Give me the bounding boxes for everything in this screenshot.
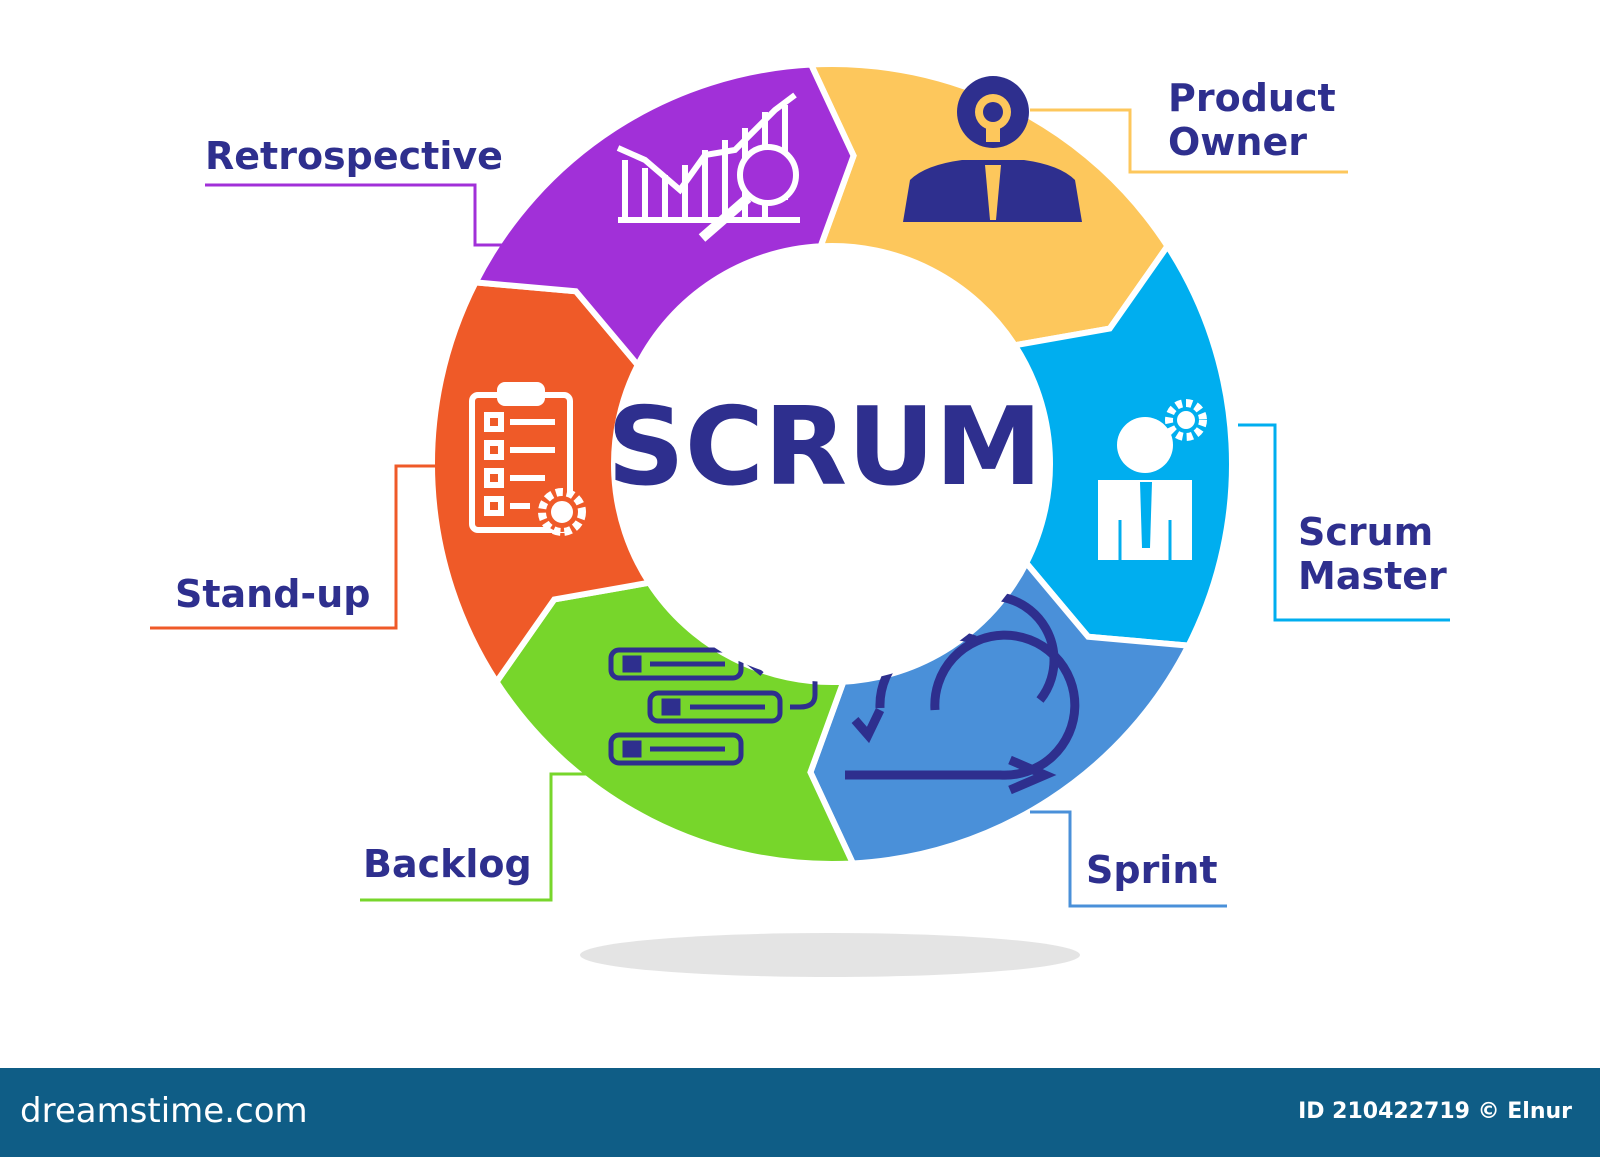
diagram-title: SCRUM xyxy=(607,385,1043,510)
clipboard-checklist-icon xyxy=(469,382,586,536)
connector-sprint xyxy=(1030,810,1227,908)
label-scrum-master: Scrum Master xyxy=(1298,510,1447,598)
label-retrospective: Retrospective xyxy=(205,134,503,178)
connector-backlog xyxy=(360,772,590,902)
connector-retrospective xyxy=(205,183,510,247)
connector-scrum-master xyxy=(1238,423,1450,622)
label-backlog: Backlog xyxy=(363,842,532,886)
floor-shadow xyxy=(580,933,1080,977)
watermark-footer: dreamstime.com ID 210422719 © Elnur xyxy=(0,1068,1600,1157)
connector-product-owner xyxy=(1030,108,1348,174)
label-product-owner: Product Owner xyxy=(1168,76,1336,164)
chart-magnifier-icon xyxy=(616,92,800,242)
backlog-list-icon xyxy=(608,647,818,766)
scrum-cycle-wheel xyxy=(150,64,1450,977)
label-stand-up: Stand-up xyxy=(175,572,371,616)
connector-stand-up xyxy=(150,464,448,630)
center-circle xyxy=(614,246,1050,682)
product-owner-icon xyxy=(903,76,1082,222)
scrum-master-icon xyxy=(1098,399,1207,560)
footer-credit: ID 210422719 © Elnur xyxy=(1298,1099,1572,1124)
footer-site-name: dreamstime.com xyxy=(20,1091,308,1131)
label-sprint: Sprint xyxy=(1086,848,1218,892)
scrum-diagram: SCRUM Retrospective Product Owner Scrum … xyxy=(150,64,1450,977)
